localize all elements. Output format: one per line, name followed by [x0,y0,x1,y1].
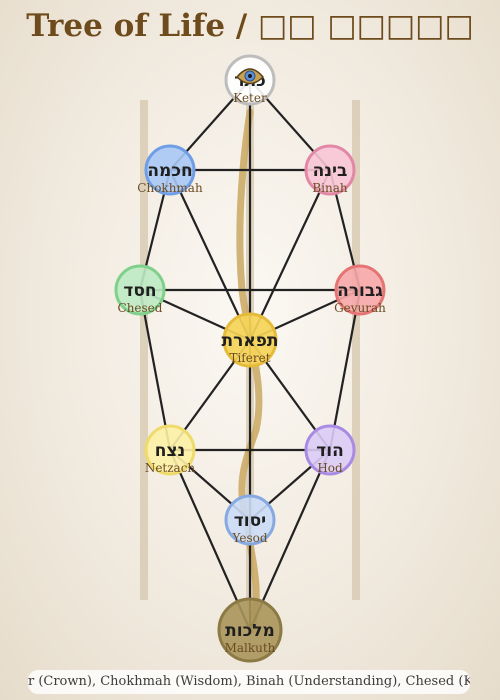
sefirah-circle-malkuth [217,597,283,663]
sefirah-hebrew-yesod: יסוד [234,511,266,531]
sefirah-circle-yesod [224,494,276,546]
sefirah-hebrew-hod: הוד [316,441,344,461]
sefirah-english-tiferet: Tiferet [229,351,270,365]
sefirah-hebrew-netzach: נצח [155,441,185,461]
sefirah-hebrew-gevurah: גבורה [337,281,383,301]
sefirah-english-keter: Keter [233,91,267,105]
sefirah-circle-chesed [114,264,166,316]
sefirah-english-chokhmah: Chokhmah [137,181,203,195]
sefirah-english-binah: Binah [312,181,348,195]
pillar-right [352,100,360,600]
path-netzach-malkuth [168,449,252,631]
sefirah-hebrew-chokhmah: חכמה [147,161,192,181]
page-title: Tree of Life / □□ □□□□□ [26,8,474,44]
caption-text: Keter (Crown), Chokhmah (Wisdom), Binah … [28,674,470,689]
sefirah-english-netzach: Netzach [145,461,196,475]
sefirah-english-chesed: Chesed [118,301,163,315]
sefirah-english-gevurah: Gevurah [334,301,386,315]
sefirah-circle-gevurah [334,264,386,316]
sefirah-hebrew-binah: בינה [313,161,348,181]
sefirah-english-yesod: Yesod [231,531,267,545]
sefirah-english-hod: Hod [317,461,343,475]
pillar-left [140,100,148,600]
path-chokhmah-tiferet [169,169,251,341]
sefirah-circle-binah [304,144,356,196]
caption-bar: Keter (Crown), Chokhmah (Wisdom), Binah … [28,670,470,694]
sefirah-english-malkuth: Malkuth [225,641,276,655]
sefirah-hebrew-tiferet: תפארת [221,331,278,351]
path-gevurah-hod [328,289,362,451]
eye-icon [235,68,265,85]
sefirah-circle-chokhmah [144,144,196,196]
sefirah-circle-hod [304,424,356,476]
sefirah-hebrew-chesed: חסד [123,281,156,301]
path-binah-tiferet [249,169,331,341]
sefirah-hebrew-malkuth: מלכות [225,621,275,641]
path-hod-malkuth [248,449,332,631]
sefirah-keter[interactable]: כתרKeter [224,54,276,106]
sefirah-circle-tiferet [222,312,278,368]
sefirah-circle-netzach [144,424,196,476]
path-chesed-netzach [138,289,172,451]
